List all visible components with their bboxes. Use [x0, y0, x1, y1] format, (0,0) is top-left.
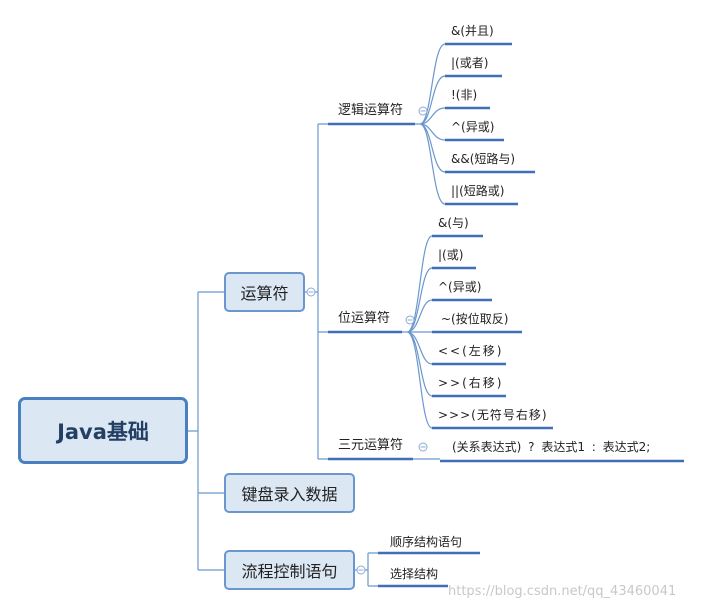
- topic-keyboard-input-label: 键盘录入数据: [241, 485, 338, 504]
- leaf-bitwise-xor[interactable]: ^(异或): [438, 280, 482, 294]
- subtopic-bitwise-operators[interactable]: 位运算符: [338, 311, 391, 326]
- leaf-logical-short-and[interactable]: &&(短路与): [451, 152, 516, 166]
- topic-keyboard-input[interactable]: 键盘录入数据: [224, 473, 355, 513]
- leaf-logical-and[interactable]: &(并且): [451, 24, 494, 38]
- root-topic[interactable]: Java基础: [18, 397, 188, 464]
- topic-operators-label: 运算符: [240, 284, 289, 303]
- leaf-bitwise-shift-right[interactable]: >>(右移): [438, 376, 504, 390]
- leaf-logical-or[interactable]: |(或者): [451, 56, 489, 70]
- leaf-logical-xor[interactable]: ^(异或): [451, 120, 495, 134]
- leaf-bitwise-shift-left[interactable]: <<(左移): [438, 344, 504, 358]
- leaf-sequential-statements[interactable]: 顺序结构语句: [390, 535, 463, 549]
- leaf-bitwise-unsigned-shift-right[interactable]: >>>(无符号右移): [438, 408, 548, 422]
- subtopic-logical-operators[interactable]: 逻辑运算符: [338, 103, 404, 118]
- leaf-selection-structure[interactable]: 选择结构: [390, 567, 439, 581]
- leaf-bitwise-or[interactable]: |(或): [438, 248, 464, 262]
- leaf-bitwise-and[interactable]: &(与): [438, 216, 469, 230]
- leaf-ternary-expression[interactable]: (关系表达式) ? 表达式1 : 表达式2;: [452, 440, 651, 454]
- connector-root: [188, 291, 224, 571]
- leaf-logical-short-or[interactable]: ||(短路或): [451, 184, 505, 198]
- leaf-bitwise-not[interactable]: ~(按位取反): [441, 312, 509, 326]
- topic-flow-control[interactable]: 流程控制语句: [224, 550, 355, 590]
- watermark-text: https://blog.csdn.net/qq_43460041: [448, 584, 677, 599]
- connector-logical: [415, 43, 446, 205]
- connector-bitwise: [402, 235, 433, 429]
- topic-operators[interactable]: 运算符: [224, 272, 305, 312]
- topic-flow-control-label: 流程控制语句: [241, 562, 338, 581]
- leaf-logical-not[interactable]: !(非): [451, 88, 478, 102]
- root-topic-label: Java基础: [57, 419, 149, 444]
- subtopic-ternary-operator[interactable]: 三元运算符: [338, 438, 404, 453]
